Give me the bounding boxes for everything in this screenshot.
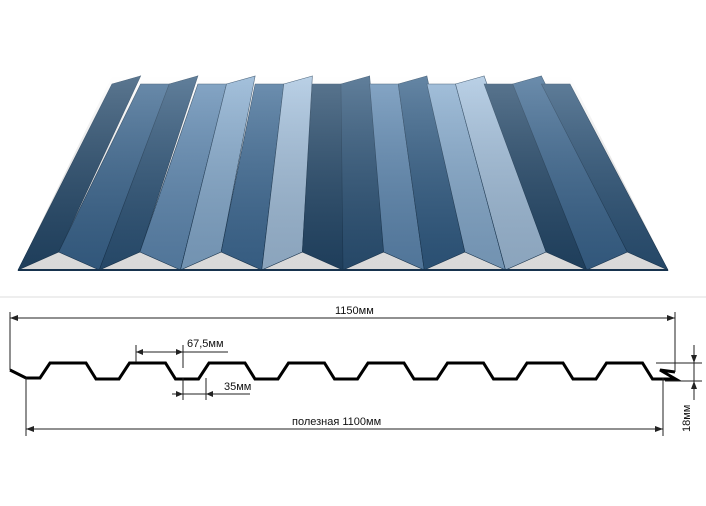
dimension-useful-width: полезная 1100мм [25,378,664,436]
dimension-total-width: 1150мм [9,305,676,372]
profile-cross-section [9,361,682,381]
dimension-rib-top: 67,5мм [135,338,228,368]
dimension-rib-bottom: 35мм [172,378,251,400]
sheet-sheen [18,76,668,270]
rib-bottom-label: 35мм [224,381,251,393]
useful-width-label: полезная 1100мм [292,416,381,428]
corrugated-sheet-image [17,75,669,271]
height-label: 18мм [681,405,693,432]
rib-top-label: 67,5мм [187,338,224,350]
dimension-height: 18мм [656,345,702,432]
total-width-label: 1150мм [335,305,374,317]
